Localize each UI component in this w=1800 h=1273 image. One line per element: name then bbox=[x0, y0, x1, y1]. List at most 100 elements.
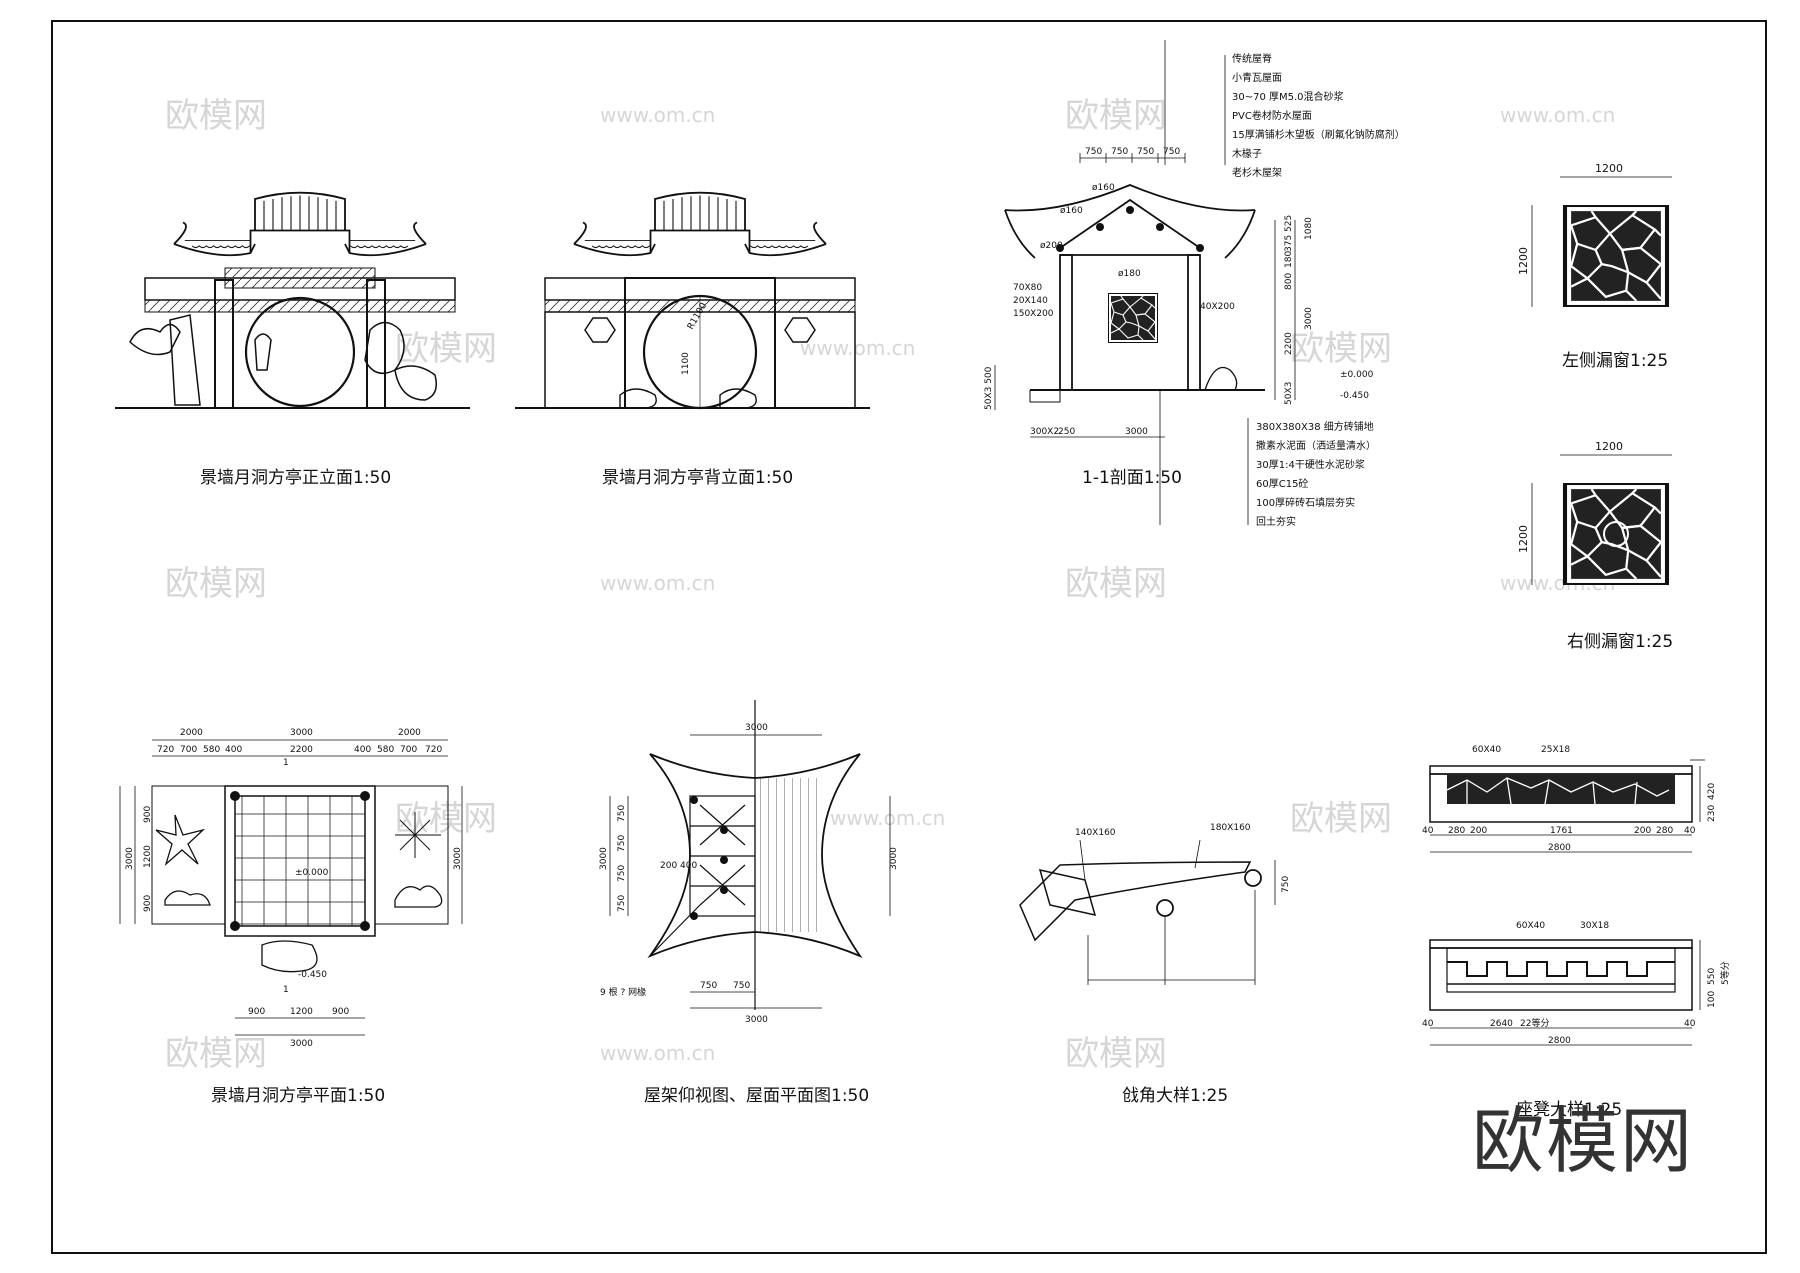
section-bottom-dim: 3000 bbox=[1125, 427, 1148, 437]
section-member-70x80: 70X80 bbox=[1013, 283, 1042, 293]
bench-detail-drawing-2: 60X40 30X18 40 2640 22等分 40 2800 550 100… bbox=[1422, 921, 1731, 1046]
floor-note: 30厚1:4干硬性水泥砂浆 bbox=[1256, 458, 1365, 471]
plan-top2-dim: 400 bbox=[225, 745, 242, 755]
bench2-bottom-dim: 40 bbox=[1684, 1019, 1696, 1029]
section-phi180: ø180 bbox=[1118, 269, 1141, 279]
corner-member-1: 140X160 bbox=[1075, 828, 1116, 838]
section-top-dim: 750 bbox=[1163, 147, 1180, 157]
watermark-logo: 欧模网 bbox=[1290, 329, 1392, 369]
roof-mid-dim: 200 400 bbox=[660, 861, 697, 871]
plan-top2-dim: 400 bbox=[354, 745, 371, 755]
watermark-logo: 欧模网 bbox=[395, 799, 497, 839]
watermark-logo: 欧模网 bbox=[1065, 96, 1167, 136]
bench2-right-dim: 550 bbox=[1707, 968, 1717, 985]
bench1-bottom-dim: 200 bbox=[1634, 826, 1651, 836]
bench2-side-note: 5等分 bbox=[1719, 961, 1731, 985]
right-window-drawing: 1200 1200 bbox=[1517, 440, 1672, 585]
caption-plan: 景墙月洞方亭平面1:50 bbox=[211, 1086, 386, 1106]
plan-bottom-total: 3000 bbox=[290, 1039, 313, 1049]
left-window-height: 1200 bbox=[1517, 247, 1530, 275]
bench1-bottom-dim: 280 bbox=[1656, 826, 1673, 836]
roof-note: 15厚满铺杉木望板（刷氟化钠防腐剂） bbox=[1232, 128, 1405, 141]
plan-section-mark: 1 bbox=[283, 758, 289, 768]
left-window-drawing: 1200 1200 bbox=[1517, 162, 1672, 307]
plan-left-dim: 1200 bbox=[143, 845, 153, 868]
plan-top2-dim: 720 bbox=[425, 745, 442, 755]
watermark-url: www.om.cn bbox=[600, 1041, 715, 1065]
section-right-dim: 3000 bbox=[1304, 307, 1314, 330]
bench-detail-drawing-1: 60X40 25X18 40 280 200 1761 200 280 40 2… bbox=[1422, 745, 1717, 853]
floor-note: 380X380X38 细方砖铺地 bbox=[1256, 420, 1374, 433]
back-height-label: 1100 bbox=[681, 352, 691, 375]
caption-front-elevation: 景墙月洞方亭正立面1:50 bbox=[200, 468, 392, 488]
roof-note: 老杉木屋架 bbox=[1232, 166, 1282, 179]
caption-section: 1-1剖面1:50 bbox=[1082, 468, 1182, 488]
bench1-bottom-dim: 1761 bbox=[1550, 826, 1573, 836]
corner-member-2: 180X160 bbox=[1210, 823, 1251, 833]
back-elevation-drawing: R1100 1100 bbox=[515, 191, 870, 410]
roof-note-list: 传统屋脊 小青瓦屋面 30~70 厚M5.0混合砂浆 PVC卷材防水屋面 15厚… bbox=[1232, 52, 1405, 179]
plan-drawing: 2000 3000 2000 720 700 580 400 2200 400 … bbox=[119, 728, 463, 1049]
front-elevation-drawing bbox=[115, 191, 470, 409]
floor-note: 回土夯实 bbox=[1256, 515, 1296, 528]
plan-level-0: ±0.000 bbox=[295, 868, 329, 878]
roof-left-dim: 750 bbox=[617, 835, 627, 852]
section-phi160-b: ø160 bbox=[1092, 183, 1115, 193]
plan-bottom-dim: 1200 bbox=[290, 1007, 313, 1017]
caption-left-window: 左侧漏窗1:25 bbox=[1562, 351, 1669, 371]
roof-left-dim: 750 bbox=[617, 865, 627, 882]
floor-note: 100厚碎砖石填层夯实 bbox=[1256, 496, 1355, 509]
floor-note: 60厚C15砼 bbox=[1256, 477, 1308, 490]
section-right-dim: 180 bbox=[1284, 251, 1294, 268]
bench2-label: 30X18 bbox=[1580, 921, 1609, 931]
roof-bottom-total: 3000 bbox=[745, 1015, 768, 1025]
sheet-border bbox=[51, 20, 1767, 1254]
plan-section-mark: 1 bbox=[283, 985, 289, 995]
right-window-height: 1200 bbox=[1517, 525, 1530, 553]
roof-right-dim: 3000 bbox=[889, 847, 899, 870]
watermark-logo: 欧模网 bbox=[1065, 1034, 1167, 1074]
bench1-bottom-dim: 280 bbox=[1448, 826, 1465, 836]
bench1-right-dim: 230 bbox=[1707, 805, 1717, 822]
bench1-right-dim: 420 bbox=[1707, 783, 1717, 800]
bench2-label: 60X40 bbox=[1516, 921, 1545, 931]
roof-note: 30~70 厚M5.0混合砂浆 bbox=[1232, 90, 1344, 103]
watermark-url: www.om.cn bbox=[830, 806, 945, 830]
section-right-dim: 1080 bbox=[1304, 217, 1314, 240]
section-drawing: 750 750 750 750 ø160 ø160 ø200 ø180 70X8… bbox=[984, 40, 1405, 528]
floor-note: 撒素水泥面（洒适量清水） bbox=[1256, 439, 1376, 452]
roof-top-dim: 3000 bbox=[745, 723, 768, 733]
roof-note: PVC卷材防水屋面 bbox=[1232, 109, 1312, 122]
bench2-right-dim: 100 bbox=[1707, 991, 1717, 1008]
plan-bottom-dim: 900 bbox=[248, 1007, 265, 1017]
watermark-logo: 欧模网 bbox=[165, 564, 267, 604]
watermark-logo: 欧模网 bbox=[165, 1034, 267, 1074]
watermark-logo: 欧模网 bbox=[395, 329, 497, 369]
floor-note-list: 380X380X38 细方砖铺地 撒素水泥面（洒适量清水） 30厚1:4干硬性水… bbox=[1256, 420, 1376, 528]
section-top-dim: 750 bbox=[1085, 147, 1102, 157]
section-level-0: ±0.000 bbox=[1340, 370, 1374, 380]
section-member-150x200: 150X200 bbox=[1013, 309, 1054, 319]
watermark-url: www.om.cn bbox=[1500, 103, 1615, 127]
plan-left-total: 3000 bbox=[125, 847, 135, 870]
bench2-bottom-dim: 22等分 bbox=[1520, 1017, 1549, 1029]
roof-note: 传统屋脊 bbox=[1232, 52, 1272, 65]
bench2-bottom-dim: 2640 bbox=[1490, 1019, 1513, 1029]
plan-top2-dim: 700 bbox=[400, 745, 417, 755]
section-phi160-a: ø160 bbox=[1060, 206, 1083, 216]
bench1-label: 25X18 bbox=[1541, 745, 1570, 755]
bench2-bottom-dim: 40 bbox=[1422, 1019, 1434, 1029]
plan-top2-dim: 720 bbox=[157, 745, 174, 755]
section-right-dim: 800 bbox=[1284, 273, 1294, 290]
roof-left-total: 3000 bbox=[599, 847, 609, 870]
watermark-logo: 欧模网 bbox=[1290, 799, 1392, 839]
section-right-dim: 50X3 bbox=[1284, 382, 1294, 405]
bench2-total: 2800 bbox=[1548, 1036, 1571, 1046]
bench1-bottom-dim: 40 bbox=[1422, 826, 1434, 836]
caption-back-elevation: 景墙月洞方亭背立面1:50 bbox=[602, 468, 794, 488]
section-right-dim: 375 bbox=[1284, 235, 1294, 252]
section-bottom-dim: 300X2 bbox=[1030, 427, 1059, 437]
caption-right-window: 右侧漏窗1:25 bbox=[1567, 632, 1674, 652]
plan-level-1: -0.450 bbox=[298, 970, 327, 980]
